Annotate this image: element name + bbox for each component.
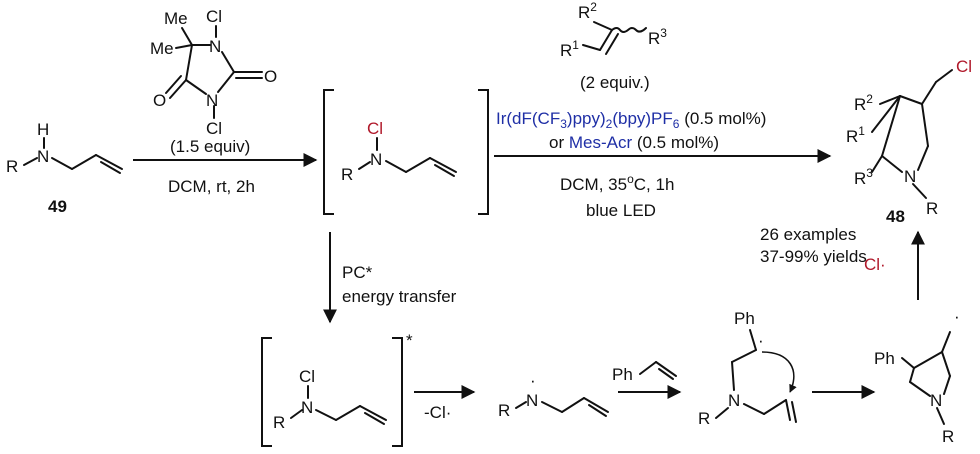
atom-cl: Cl [299, 367, 315, 386]
atom-me-2: Me [150, 39, 174, 58]
atom-ph: Ph [874, 349, 895, 368]
step1-conditions: DCM, rt, 2h [168, 177, 255, 196]
photocatalyst-alternative: or Mes-Acr (0.5 mol%) [549, 133, 719, 152]
atom-r: R [926, 199, 938, 218]
atom-n: N [930, 391, 942, 410]
reagent-equiv: (1.5 equiv) [170, 137, 250, 156]
scope-yields: 37-99% yields [760, 247, 867, 266]
chlorine-radical: Cl· [864, 255, 886, 274]
atom-n1: N [209, 37, 221, 56]
atom-n: N [728, 391, 740, 410]
atom-me-1: Me [164, 9, 188, 28]
atom-cl-red: Cl [367, 119, 383, 138]
substituent-r2: R2 [578, 0, 597, 22]
atom-r: R [341, 165, 353, 184]
pc-description: energy transfer [342, 287, 457, 306]
atom-h: H [37, 120, 49, 139]
excited-n-chloroamine: R N Cl * [261, 331, 413, 447]
compound-label-49: 49 [48, 197, 67, 216]
atom-o-right: O [264, 67, 277, 86]
atom-ph: Ph [734, 309, 755, 328]
light-source: blue LED [586, 201, 656, 220]
substituent-r1: R1 [846, 124, 865, 146]
atom-r: R [942, 427, 954, 446]
photocatalyst-ir: Ir(dF(CF3)ppy)2(bpy)PF6 (0.5 mol%) [496, 109, 766, 131]
styrene-reagent: Ph [612, 361, 677, 384]
atom-r: R [698, 409, 710, 428]
atom-n3: N [206, 91, 218, 110]
atom-ph: Ph [612, 365, 633, 384]
substituent-r3: R3 [854, 166, 873, 188]
atom-o-left: O [153, 91, 166, 110]
atom-n: N [370, 150, 382, 169]
pc-label: PC* [342, 263, 373, 282]
radical-dot: · [530, 371, 536, 390]
atom-cl-bottom: Cl [206, 119, 222, 138]
atom-n: N [37, 147, 49, 166]
chlorine-radical-loss: -Cl· [424, 403, 451, 422]
atom-n: N [526, 391, 538, 410]
alkene-equiv: (2 equiv.) [580, 73, 650, 92]
aminyl-radical: R N · [498, 371, 609, 420]
atom-r: R [273, 413, 285, 432]
n-chloroamine-intermediate: R N Cl [323, 89, 489, 215]
substituent-r3: R3 [648, 26, 667, 48]
atom-r: R [498, 401, 510, 420]
compound-48-pyrrolidine: Cl R2 R1 R3 N R 48 [846, 57, 972, 226]
radical-dot: · [954, 307, 960, 326]
compound-49-allylamine: R N H 49 [6, 120, 123, 216]
atom-n: N [301, 398, 313, 417]
atom-n: N [904, 167, 916, 186]
scope-examples: 26 examples [760, 225, 856, 244]
step2-conditions: DCM, 35oC, 1h [560, 172, 674, 194]
atom-cl-top: Cl [206, 7, 222, 26]
atom-r: R [6, 157, 18, 176]
substituent-r1: R1 [560, 38, 579, 60]
alkene-reagent: R2 R1 R3 (2 equiv.) [560, 0, 667, 92]
benzylic-radical-intermediate: Ph R N · [698, 309, 797, 428]
dcdmh-reagent: Me Me N Cl O O N Cl (1.5 equiv) [150, 7, 277, 156]
atom-cl-product: Cl [956, 57, 972, 76]
radical-dot: · [758, 331, 764, 350]
substituent-r2: R2 [854, 92, 873, 114]
excited-state-marker: * [406, 331, 413, 350]
compound-label-48: 48 [886, 207, 905, 226]
pyrrolidine-radical: Ph N R · [874, 307, 960, 446]
